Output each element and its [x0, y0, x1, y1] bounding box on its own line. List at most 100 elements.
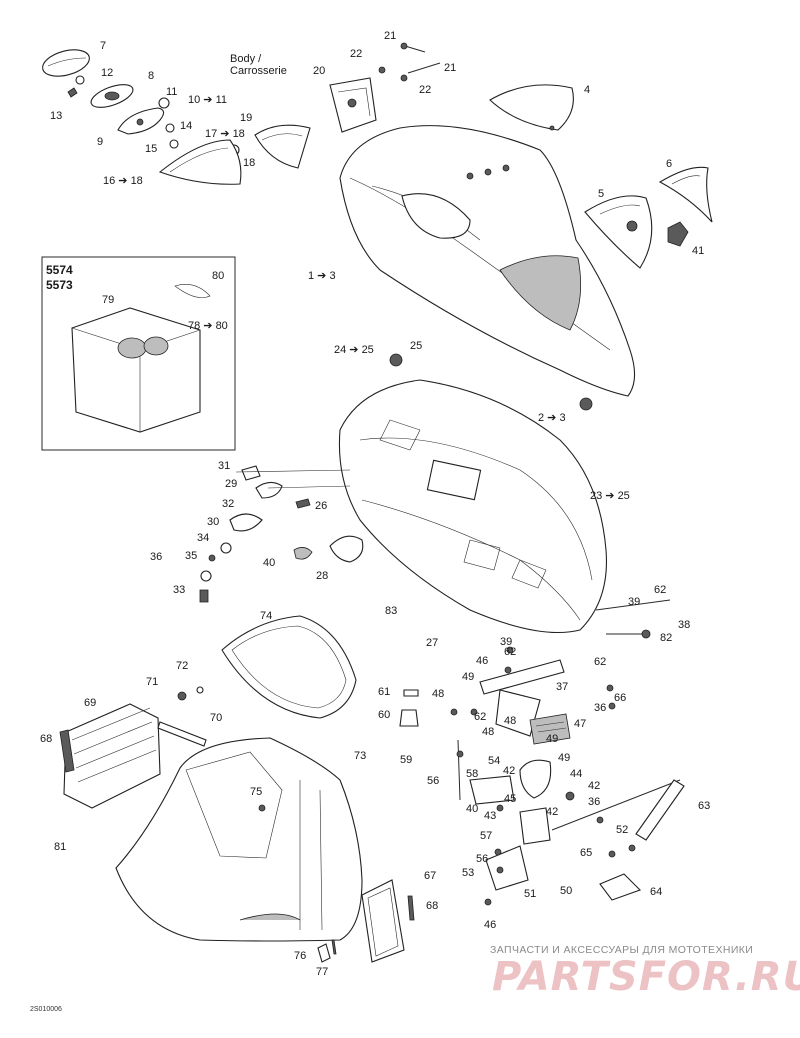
callout-label: 53 [462, 867, 475, 879]
callout-label: 11 [166, 86, 178, 98]
callout-label: 32 [222, 498, 235, 510]
hatch-lid-part-67 [361, 879, 415, 963]
callout-label: 75 [250, 786, 263, 798]
callout-label: 28 [316, 570, 329, 582]
callout-label: 19 [240, 112, 253, 124]
callout-label: 34 [197, 532, 210, 544]
callout-label: 21 [444, 62, 457, 74]
callout-label: 71 [146, 676, 159, 688]
callout-label: 56 [427, 775, 440, 787]
callout-label: 38 [678, 619, 691, 631]
callout-label: 15 [145, 143, 158, 155]
cylinder-part-61 [399, 689, 419, 727]
grille-part-69 [59, 686, 207, 809]
callout-label: 47 [574, 718, 587, 730]
callout-label: 69 [84, 697, 97, 709]
callout-label: 79 [102, 294, 115, 306]
callout-label: 26 [315, 500, 328, 512]
callout-label: 66 [614, 692, 627, 704]
callout-label: 74 [260, 610, 273, 622]
callout-label: 21 [384, 30, 397, 42]
callout-label: 67 [424, 870, 437, 882]
side-panel-part-6 [658, 166, 713, 223]
callout-label: 57 [480, 830, 493, 842]
callout-label: 40 [466, 803, 479, 815]
gauge-bezel-part-19 [254, 124, 311, 169]
callout-label: 22 [419, 84, 432, 96]
callout-label: 9 [97, 136, 104, 148]
windshield-part-16 [158, 139, 242, 185]
callout-label: 41 [692, 245, 705, 257]
callout-label: 43 [484, 810, 497, 822]
callout-label: 4 [584, 84, 591, 96]
callout-label: 62 [504, 646, 517, 658]
callout-label: 45 [504, 793, 517, 805]
callout-label: 80 [212, 270, 225, 282]
hull-deck-part-23 [338, 379, 608, 634]
callout-label: 70 [210, 712, 223, 724]
callout-label: 36 [150, 551, 163, 563]
window-part-4 [489, 84, 574, 131]
callout-label: 68 [40, 733, 53, 745]
callout-label: 48 [432, 688, 445, 700]
mirror-mount-part-8 [90, 84, 134, 108]
steering-linkage-parts [450, 599, 671, 906]
callout-label: 58 [466, 768, 479, 780]
callout-label: 37 [556, 681, 569, 693]
callout-label: 6 [666, 158, 673, 170]
callout-label: 12 [101, 67, 114, 79]
callout-label: 24 ➔ 25 [334, 344, 374, 356]
mirror-base-part-9 [117, 107, 165, 135]
callout-label: 44 [570, 768, 583, 780]
callout-label: 62 [654, 584, 667, 596]
callout-label: 29 [225, 478, 238, 490]
callout-label: 39 [628, 596, 641, 608]
callout-label: 52 [616, 824, 629, 836]
inset-code-5574: 5574 [46, 263, 73, 277]
callout-label: 36 [588, 796, 601, 808]
callout-label: 31 [218, 460, 231, 472]
gas-strut-part-63 [551, 779, 685, 858]
callout-label: 68 [426, 900, 439, 912]
storage-bin-inset [41, 256, 236, 451]
callout-label: 82 [660, 632, 673, 644]
bolts-parts-21-22 [378, 42, 441, 82]
callout-label: 13 [50, 110, 63, 122]
callout-label: 35 [185, 550, 198, 562]
callout-label: 46 [484, 919, 497, 931]
handlebar-bracket-part-20 [329, 77, 377, 133]
callout-label: 78 ➔ 80 [188, 320, 228, 332]
callout-label: 56 [476, 853, 489, 865]
callout-label: 51 [524, 888, 537, 900]
callout-label: 18 [243, 157, 256, 169]
callout-label: 76 [294, 950, 307, 962]
callout-label: 64 [650, 886, 663, 898]
callout-label: 30 [207, 516, 220, 528]
fastener-part-25 [389, 353, 403, 367]
callout-label: 16 ➔ 18 [103, 175, 143, 187]
callout-label: 48 [482, 726, 495, 738]
callout-label: 27 [426, 637, 439, 649]
callout-label: 65 [580, 847, 593, 859]
callout-label: 48 [504, 715, 517, 727]
callout-label: 77 [316, 966, 329, 978]
callout-label: 2 ➔ 3 [538, 412, 566, 424]
callout-label: 62 [594, 656, 607, 668]
callout-label: 81 [54, 841, 67, 853]
callout-label: 23 ➔ 25 [590, 490, 630, 502]
clip-parts-76-77 [317, 939, 337, 963]
seal-ring-part-74 [221, 615, 357, 719]
body-note: Body / Carrosserie [230, 53, 287, 77]
side-panel-part-5 [584, 195, 653, 269]
callout-label: 1 ➔ 3 [308, 270, 336, 282]
callout-label: 49 [462, 671, 475, 683]
clip-part-41 [667, 221, 689, 247]
storage-bin-part-73 [115, 737, 363, 942]
callout-label: 42 [588, 780, 601, 792]
inset-code-5573: 5573 [46, 278, 73, 292]
callout-label: 61 [378, 686, 391, 698]
latch-parts-group [199, 465, 364, 603]
watermark-tagline: ЗАПЧАСТИ И АКСЕССУАРЫ ДЛЯ МОТОТЕХНИКИ [490, 944, 754, 956]
callout-label: 62 [474, 711, 487, 723]
callout-label: 10 ➔ 11 [188, 94, 227, 106]
